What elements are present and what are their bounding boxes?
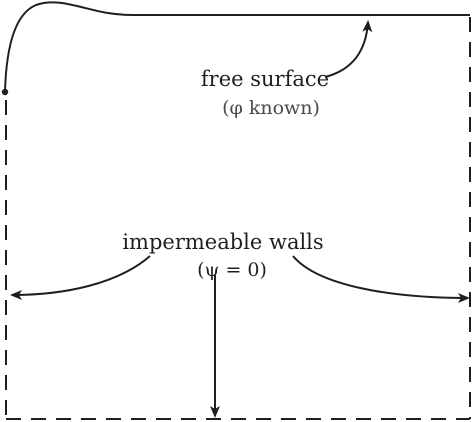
free-surface-label: free surface [200, 67, 330, 91]
free-surface-endpoint [1, 88, 9, 96]
free-surface-arrow [324, 20, 373, 78]
left-wall-arrow [10, 255, 151, 300]
free-surface-curve [4, 1, 470, 93]
walls-condition-label: (ψ = 0) [197, 259, 267, 281]
free-surface-condition-label: (φ known) [222, 97, 320, 119]
right-wall-arrow [292, 255, 470, 303]
walls-label: impermeable walls [122, 230, 324, 254]
